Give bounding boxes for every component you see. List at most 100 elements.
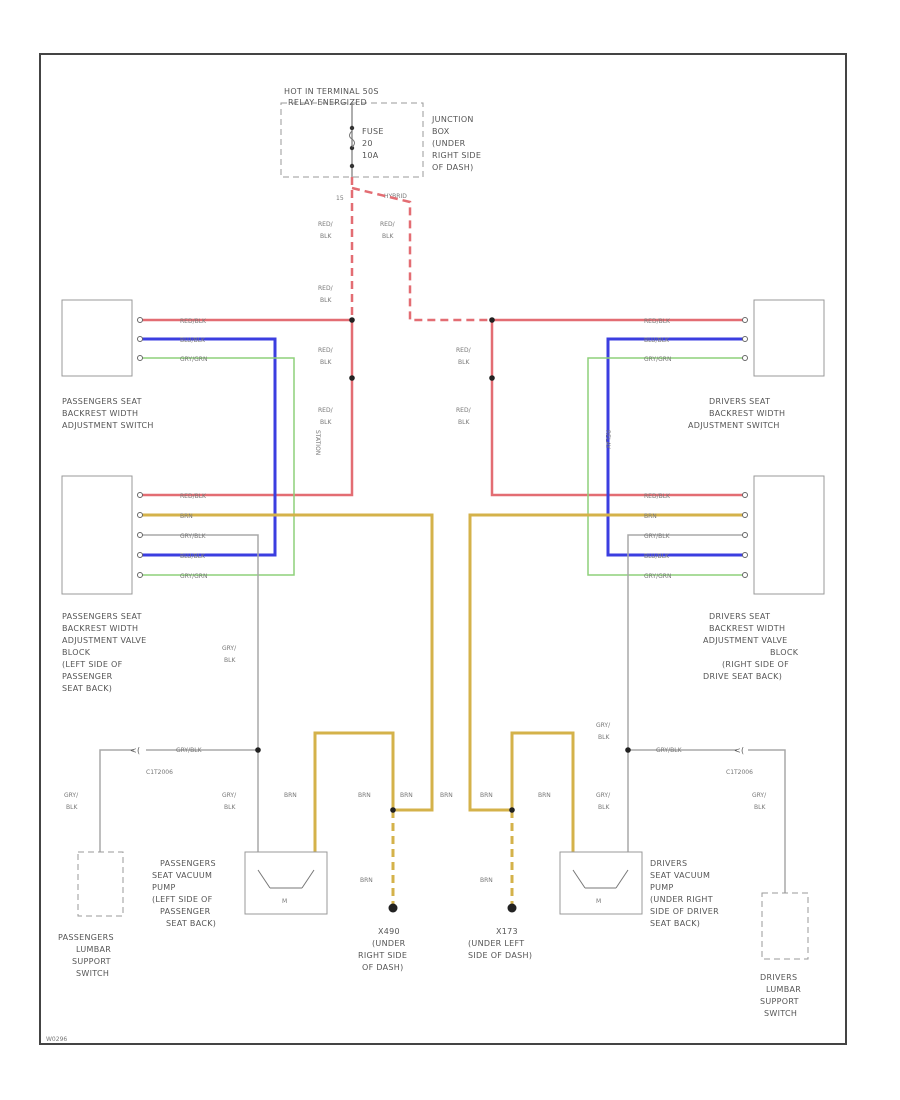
gry-wire-left-valve	[140, 534, 259, 852]
blue-wire-right	[606, 337, 745, 557]
splice-dot	[349, 317, 355, 323]
wire-label: GRY/BLK	[176, 747, 203, 754]
wire-label: BRN	[480, 877, 493, 884]
station-label: STATION	[314, 430, 321, 455]
driver-switch-label: DRIVERS SEAT	[709, 397, 770, 406]
passenger-pump-label: PASSENGER	[160, 907, 211, 916]
wire-label: BLK	[382, 233, 394, 240]
connector-symbol: <(	[734, 746, 744, 755]
driver-valve-block	[753, 475, 825, 595]
wire-label: BLK	[320, 297, 332, 304]
wire-label: BLK	[224, 804, 236, 811]
connector-label: C1T2006	[146, 769, 173, 776]
driver-valve-label: BACKREST WIDTH	[709, 624, 785, 633]
passenger-valve-label: ADJUSTMENT VALVE	[62, 636, 147, 645]
junction-label: RIGHT SIDE	[432, 151, 481, 160]
passenger-pump-label: PUMP	[152, 883, 176, 892]
driver-switch-label: BACKREST WIDTH	[709, 409, 785, 418]
gry-wire-right-lumbar-down	[748, 749, 786, 893]
wire-label: GRY/GRN	[180, 356, 207, 363]
splice-dot	[489, 317, 495, 323]
green-wires	[140, 357, 745, 576]
wire-label: BLU/BLK	[180, 553, 206, 560]
splice-dot	[489, 375, 495, 381]
hot-in-label: HOT IN TERMINAL 50S	[284, 87, 379, 96]
wire-label: BRN	[440, 792, 453, 799]
pump-switch-symbol	[257, 869, 315, 889]
fuse-symbol	[349, 130, 355, 148]
wire-label: BRN	[400, 792, 413, 799]
passenger-pump-label: (LEFT SIDE OF	[152, 895, 213, 904]
passenger-vacuum-pump	[244, 851, 328, 915]
passenger-valve-label: PASSENGERS SEAT	[62, 612, 142, 621]
driver-valve-label: BLOCK	[770, 648, 799, 657]
wire-label: RED/	[318, 347, 334, 354]
splice-dot	[390, 807, 396, 813]
splice-dot	[255, 747, 261, 753]
passenger-valve-label: BLOCK	[62, 648, 91, 657]
wire-label: GRY/BLK	[644, 533, 671, 540]
gry-wire-right-valve	[627, 534, 745, 852]
connector-label: C1T2006	[726, 769, 753, 776]
driver-pump-label: (UNDER RIGHT	[650, 895, 713, 904]
wire-label: GRY/BLK	[656, 747, 683, 754]
wire-label: BLK	[458, 419, 470, 426]
fuse-label: FUSE	[362, 127, 384, 136]
passenger-valve-label: PASSENGER	[62, 672, 113, 681]
brn-wire-right-pump	[510, 731, 575, 852]
fuse-terminal	[349, 163, 355, 169]
wire-label: BLK	[598, 734, 610, 741]
fuse-label: 10A	[362, 151, 379, 160]
passenger-seat-switch	[61, 299, 133, 377]
relay-label: RELAY	[604, 430, 611, 449]
driver-switch-label: ADJUSTMENT SWITCH	[688, 421, 780, 430]
connector-symbol: <(	[130, 746, 140, 755]
passenger-switch-label: BACKREST WIDTH	[62, 409, 138, 418]
ground-left-label: (UNDER	[372, 939, 406, 948]
fuse-terminal	[349, 145, 355, 151]
wire-label: BLK	[320, 359, 332, 366]
passenger-lumbar-label: LUMBAR	[76, 945, 111, 954]
junction-label: JUNCTION	[431, 115, 474, 124]
wire-label: BLK	[458, 359, 470, 366]
pump-switch-symbol	[572, 869, 629, 889]
wire-label: BRN	[360, 877, 373, 884]
wire-label: GRY/BLK	[180, 533, 207, 540]
splice-dot	[509, 807, 515, 813]
fuse-label: 20	[362, 139, 373, 148]
driver-pump-label: DRIVERS	[650, 859, 687, 868]
passenger-valve-label: (LEFT SIDE OF	[62, 660, 123, 669]
passenger-lumbar-label: SUPPORT	[72, 957, 111, 966]
pin-terminals	[137, 317, 748, 578]
driver-lumbar-label: SUPPORT	[760, 997, 799, 1006]
green-wire-right	[587, 357, 745, 576]
wire-label: BLK	[66, 804, 78, 811]
driver-lumbar-label: DRIVERS	[760, 973, 797, 982]
green-wire-left	[140, 357, 295, 576]
driver-valve-label: ADJUSTMENT VALVE	[703, 636, 788, 645]
brn-wire-right-valve	[468, 513, 745, 812]
passenger-pump-label: PASSENGERS	[160, 859, 216, 868]
fuse-terminal	[349, 125, 355, 131]
wire-label: BLU/BLK	[180, 337, 206, 344]
junction-label: BOX	[432, 127, 450, 136]
driver-lumbar-label: SWITCH	[764, 1009, 797, 1018]
wire-label: BLK	[598, 804, 610, 811]
wire-label: RED/	[456, 347, 472, 354]
wire-label: RED/	[318, 221, 334, 228]
wire-label: RED/BLK	[644, 318, 671, 325]
passenger-pump-label: SEAT BACK)	[166, 919, 216, 928]
passenger-valve-label: SEAT BACK)	[62, 684, 112, 693]
brown-wires	[140, 513, 745, 905]
brn-wire-left-pump	[313, 731, 395, 852]
driver-lumbar-switch	[761, 892, 809, 960]
diagram-frame	[39, 53, 847, 1045]
ground-left	[388, 903, 398, 913]
wire-label: GRY/	[596, 792, 611, 799]
wire-label: GRY/	[64, 792, 79, 799]
driver-valve-label: (RIGHT SIDE OF	[722, 660, 789, 669]
passenger-valve-label: BACKREST WIDTH	[62, 624, 138, 633]
ground-right-label: SIDE OF DASH)	[468, 951, 532, 960]
driver-pump-label: SEAT VACUUM	[650, 871, 710, 880]
wire-label: BLK	[320, 419, 332, 426]
